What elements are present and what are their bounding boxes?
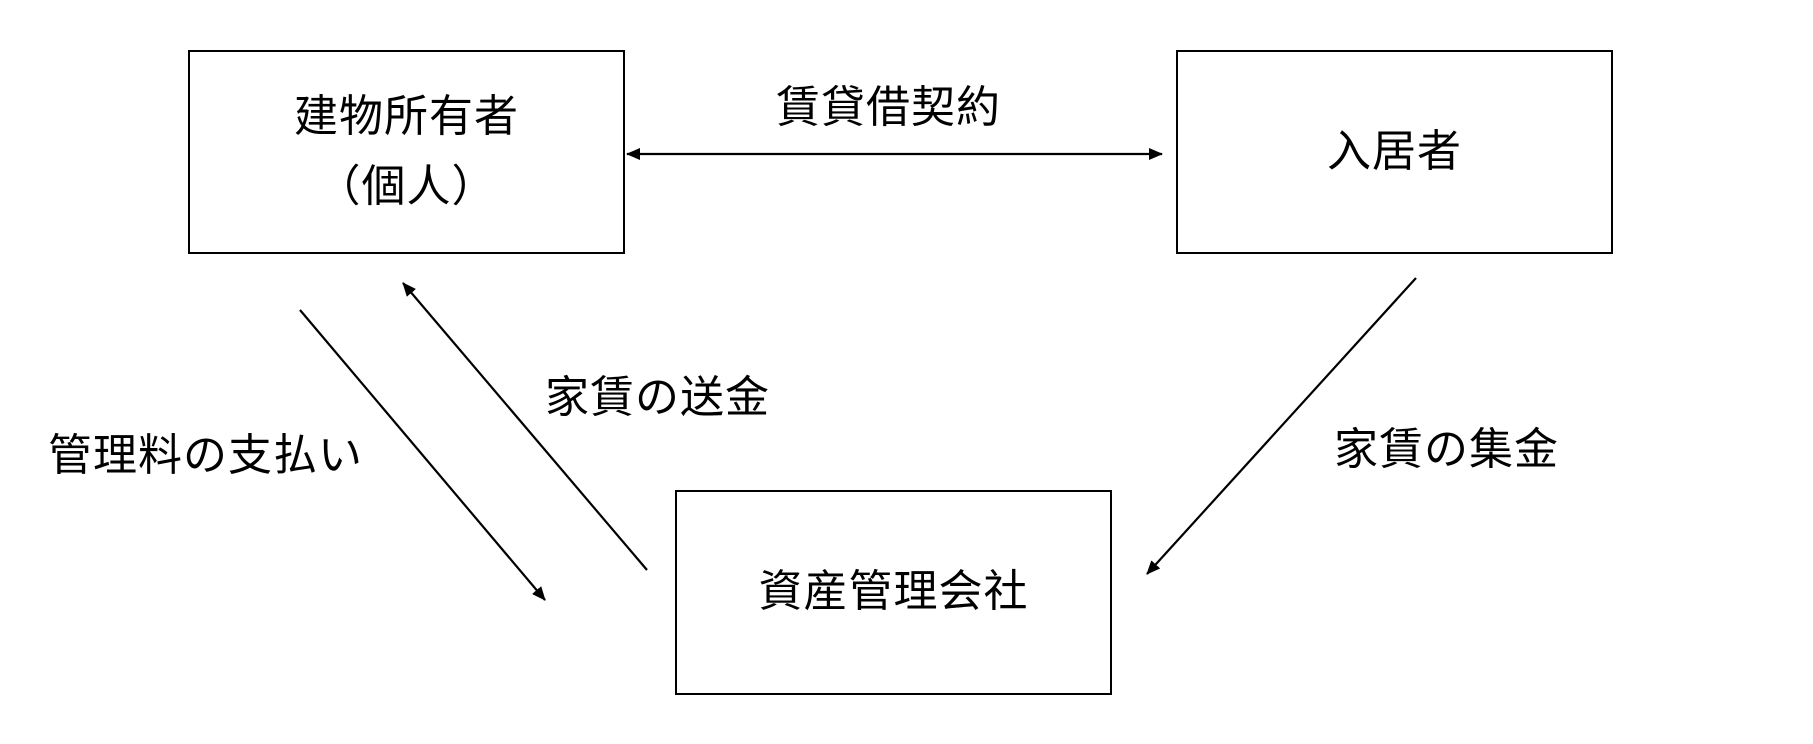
rent-remittance-arrow bbox=[402, 282, 648, 571]
asset-management-company-box: 資産管理会社 bbox=[675, 490, 1112, 695]
tenant-box: 入居者 bbox=[1176, 50, 1613, 254]
asset-management-company-label: 資産管理会社 bbox=[758, 566, 1029, 618]
rent-remittance-label: 家賃の送金 bbox=[545, 372, 770, 423]
rent-collection-label: 家賃の集金 bbox=[1334, 424, 1559, 475]
management-fee-arrow bbox=[299, 309, 546, 601]
rent-collection-arrow bbox=[1146, 277, 1417, 575]
building-owner-sublabel: （個人） bbox=[316, 161, 497, 212]
building-owner-label: 建物所有者 bbox=[294, 90, 519, 142]
building-owner-box: 建物所有者 （個人） bbox=[188, 50, 625, 254]
management-fee-label: 管理料の支払い bbox=[48, 430, 363, 481]
tenant-label: 入居者 bbox=[1327, 125, 1462, 177]
lease-contract-label: 賃貸借契約 bbox=[776, 82, 1001, 133]
